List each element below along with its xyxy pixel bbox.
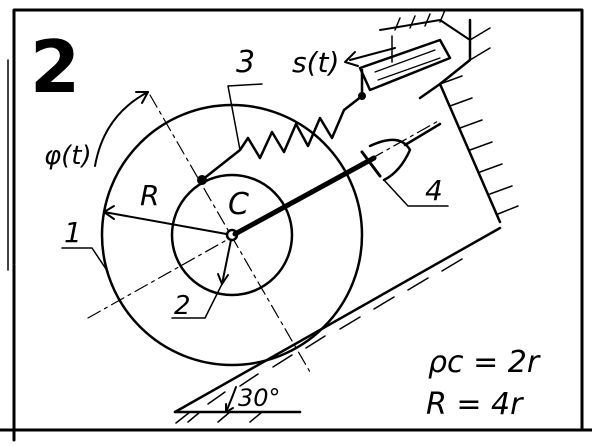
- formula-line-1: ρc = 2r: [428, 345, 541, 380]
- inner-radius-arrow: [171, 234, 233, 319]
- angle-phi-label: φ(t): [44, 141, 92, 171]
- angle-phi-arrow: [94, 91, 149, 167]
- part-2-label: 2: [174, 291, 191, 321]
- problem-number: 2: [30, 25, 80, 109]
- spring: [200, 83, 364, 182]
- part-1-label: 1: [64, 216, 82, 249]
- wheel: [100, 103, 364, 367]
- spring-attach-point: [197, 175, 207, 185]
- spring-number-label: 3: [236, 45, 255, 80]
- outer-radius-label: R: [140, 179, 159, 212]
- center-label: C: [228, 187, 249, 222]
- formula-line-2: R = 4r: [426, 387, 524, 422]
- part-1-leader: [61, 247, 109, 273]
- right-wall: [418, 18, 519, 224]
- displacement-label: s(t): [292, 46, 339, 79]
- frame: [0, 8, 592, 442]
- rod-damper: [232, 122, 449, 237]
- incline-plane: [173, 226, 502, 424]
- slider-guide: [358, 9, 471, 100]
- radius-arrow: [103, 205, 233, 236]
- angle-marker: [225, 386, 237, 413]
- part-4-label: 4: [425, 174, 443, 207]
- incline-angle-label: 30°: [238, 384, 281, 412]
- centerlines: [87, 94, 441, 373]
- displacement-arrow: [344, 35, 396, 67]
